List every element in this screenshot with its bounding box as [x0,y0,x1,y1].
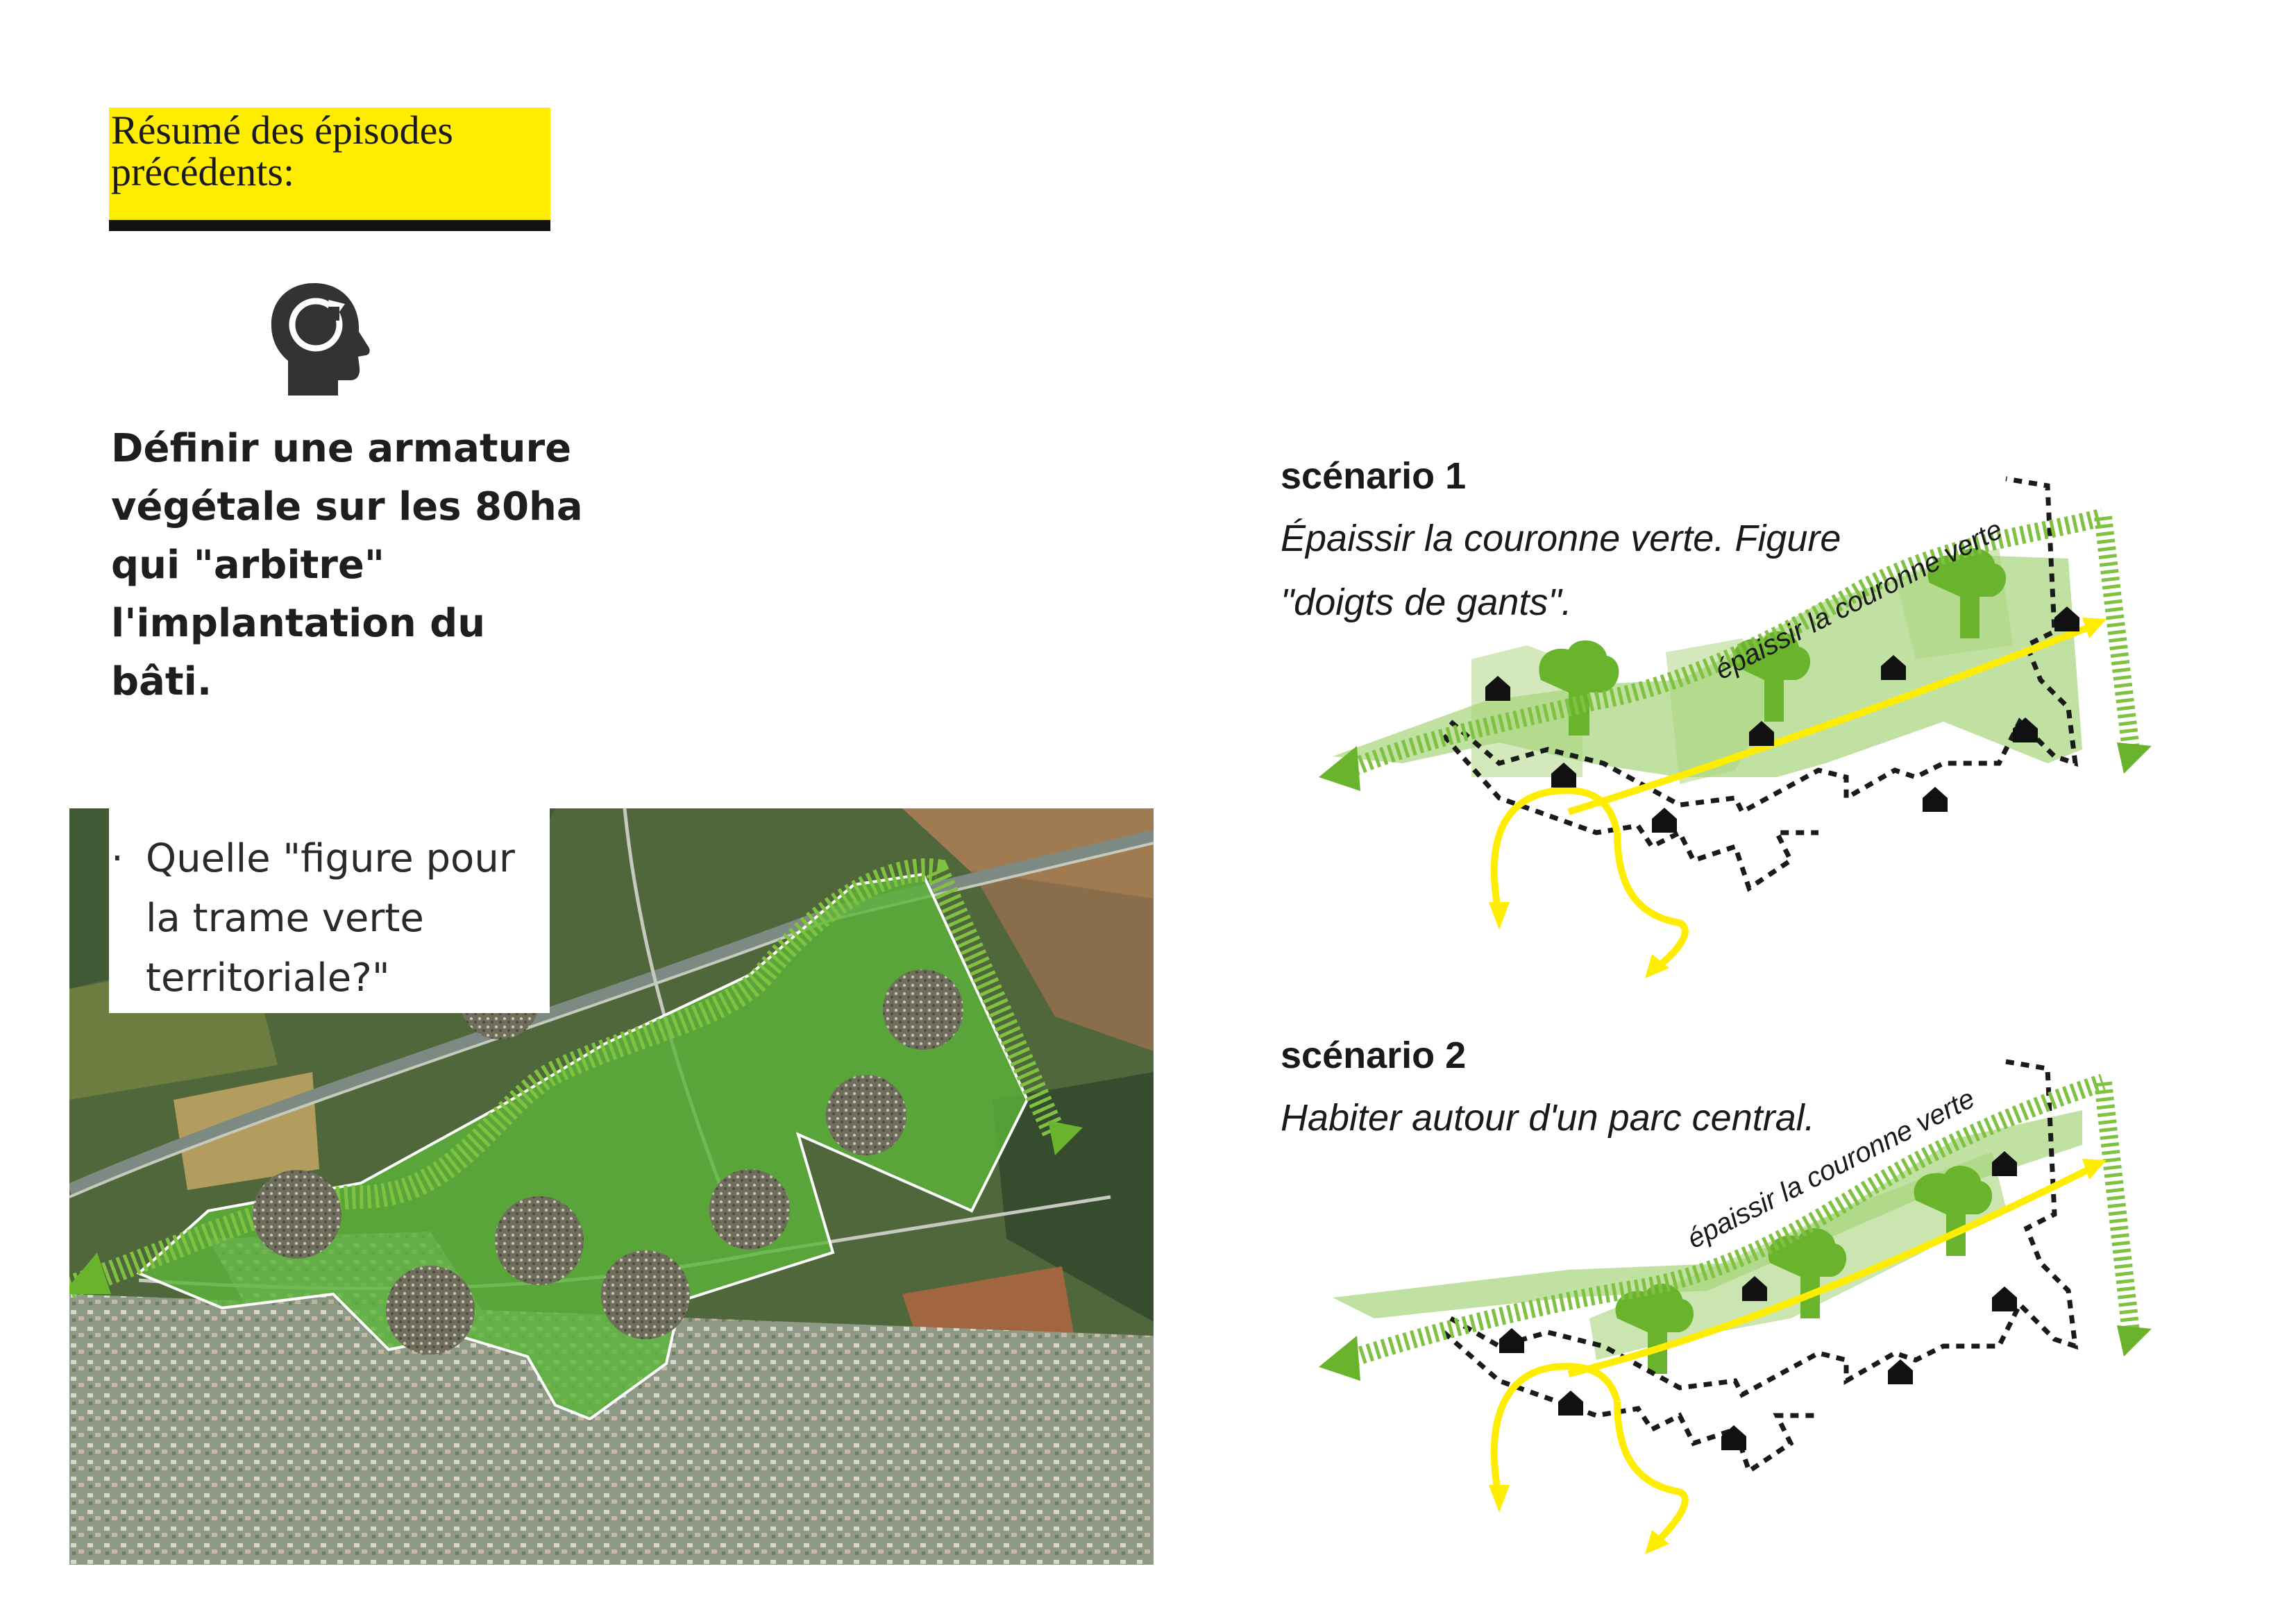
scenario-2-title: scénario 2 [1281,1035,1467,1076]
summary-highlight [109,108,550,231]
house-icon [1499,1151,2017,1450]
summary-title: Résumé des épisodes précédents: [111,108,453,194]
house-icon [1485,606,2079,833]
scenario-1-description: Épaissir la couronne verte. Figure "doig… [1281,518,1841,623]
scenario-1-diagram: épaissir la couronne verte [1319,476,2152,978]
tree-icon [1615,1165,1993,1374]
scenario-2-description: Habiter autour d'un parc central. [1281,1097,1815,1139]
bullet-marker: · [111,836,124,881]
scenario-1-title: scénario 1 [1281,455,1467,497]
question-text: Quelle "figure pour la trame verte terri… [146,836,515,1001]
scenario-2-diagram: épaissir la couronne verte [1319,1059,2152,1554]
main-statement: Définir une armature végétale sur les 80… [111,426,583,704]
head-refresh-icon [271,283,370,396]
question-box [109,805,550,1013]
